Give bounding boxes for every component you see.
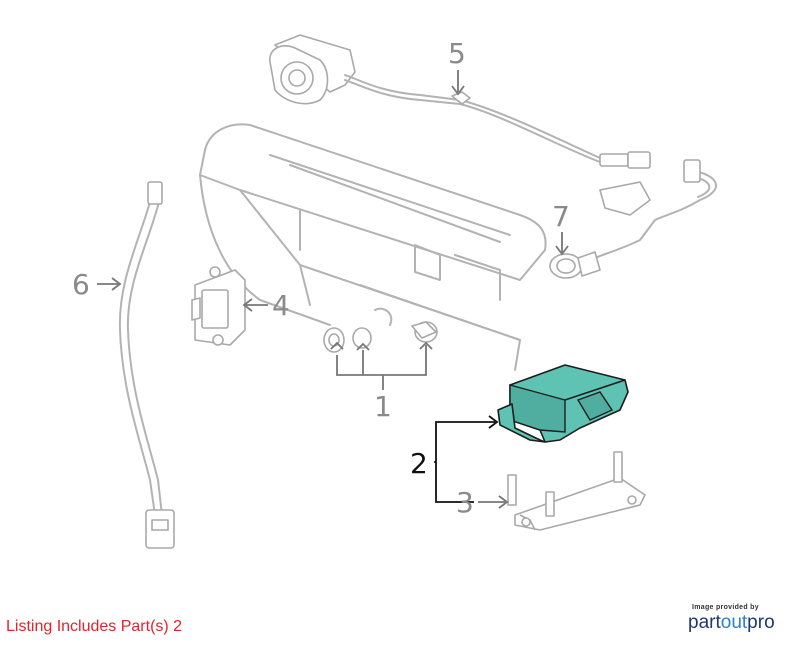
listing-includes-text: Listing Includes Part(s) 2 [6,618,183,635]
logo-out: out [720,612,748,633]
callout-1: 1 [374,390,392,423]
leader-lines [97,70,569,509]
part-7-sensor [549,159,717,279]
part-4-bracket [191,266,246,346]
logo-part: part [688,612,721,633]
part-3-bracket [507,451,646,531]
callout-2[interactable]: 2 [410,447,428,480]
part-5-camera [269,34,651,169]
callout-6: 6 [72,268,90,301]
part-2-module[interactable] [497,364,629,443]
part-6-harness [118,181,175,549]
logo-pro: pro [747,612,775,633]
callout-3: 3 [456,486,474,519]
partoutpro-logo: partoutpro [688,612,798,634]
image-credit: Image provided by partoutpro [688,604,798,634]
rear-bumper [199,123,547,371]
callout-5: 5 [448,37,466,70]
callout-7: 7 [552,200,570,233]
callout-4: 4 [272,289,290,322]
credit-caption: Image provided by [692,604,759,611]
